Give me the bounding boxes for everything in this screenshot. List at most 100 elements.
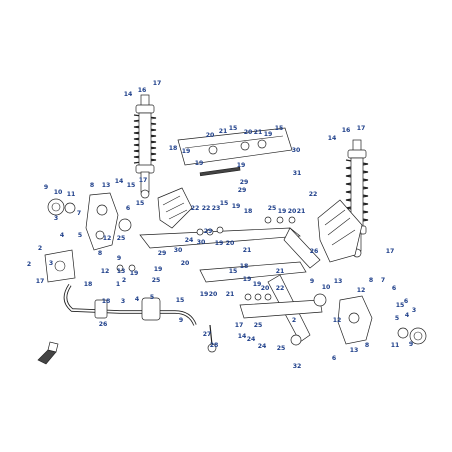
callout-number: 25 — [268, 205, 277, 212]
callout-number: 8 — [90, 182, 94, 189]
callout-number: 21 — [243, 247, 252, 254]
callout-number: 20 — [181, 260, 190, 267]
callout-number: 29 — [158, 250, 167, 257]
callout-number: 9 — [179, 317, 183, 324]
callout-number: 6 — [126, 205, 130, 212]
callout-number: 9 — [409, 341, 413, 348]
callout-number: 14 — [328, 135, 337, 142]
callout-number: 8 — [98, 250, 102, 257]
callout-number: 17 — [386, 248, 395, 255]
callout-number: 4 — [135, 296, 140, 303]
callout-number: 18 — [240, 263, 249, 270]
callout-number: 26 — [99, 321, 108, 328]
callout-number: 7 — [381, 277, 385, 284]
callout-number: 32 — [293, 363, 302, 370]
callout-number: 17 — [357, 125, 366, 132]
callout-number: 20 — [244, 129, 253, 136]
callout-number: 4 — [60, 232, 65, 239]
callout-number: 26 — [310, 248, 319, 255]
callout-number: 21 — [297, 208, 306, 215]
callout-number: 6 — [404, 298, 408, 305]
callout-number: 15 — [220, 200, 229, 207]
callout-number: 18 — [84, 281, 93, 288]
callout-number: 2 — [27, 261, 31, 268]
upper-link-bracket — [177, 127, 293, 177]
right-mount-plate — [317, 199, 363, 263]
callout-number: 17 — [153, 80, 162, 87]
callout-number: 19 — [264, 131, 273, 138]
callout-number: 19 — [130, 270, 139, 277]
left-mount-plate — [157, 187, 193, 229]
callout-number: 8 — [369, 277, 373, 284]
callout-number: 15 — [176, 297, 185, 304]
callout-number: 10 — [54, 189, 63, 196]
callout-number: 22 — [276, 285, 285, 292]
callout-number: 21 — [254, 129, 263, 136]
callout-number: 25 — [152, 277, 161, 284]
callout-number: 4 — [405, 312, 410, 319]
callout-number: 29 — [240, 179, 249, 186]
callout-number: 15 — [275, 125, 284, 132]
callout-number: 27 — [203, 331, 212, 338]
callout-number: 22 — [309, 191, 318, 198]
callout-number: 31 — [293, 170, 302, 177]
callout-number: 12 — [357, 287, 366, 294]
callout-number: 20 — [226, 240, 235, 247]
main-swing-arm — [139, 227, 323, 346]
callout-number: 2 — [122, 277, 126, 284]
callout-number: 24 — [185, 237, 194, 244]
callout-number: 20 — [261, 285, 270, 292]
callout-number: 30 — [174, 247, 183, 254]
callout-number: 19 — [243, 276, 252, 283]
callout-number: 25 — [117, 235, 126, 242]
callout-number: 5 — [395, 315, 399, 322]
callout-number: 22 — [202, 205, 211, 212]
front-direction-arrow-icon — [37, 341, 59, 365]
callout-number: 15 — [396, 302, 405, 309]
callout-number: 18 — [244, 208, 253, 215]
callout-number: 17 — [235, 322, 244, 329]
left-knuckle — [47, 192, 132, 251]
callout-number: 13 — [334, 278, 343, 285]
callout-number: 19 — [237, 162, 246, 169]
callout-number: 18 — [169, 145, 178, 152]
callout-number: 17 — [36, 278, 45, 285]
callout-number: 18 — [102, 298, 111, 305]
callout-number: 7 — [77, 210, 81, 217]
callout-number: 19 — [154, 266, 163, 273]
callout-number: 13 — [350, 347, 359, 354]
callout-number: 19 — [195, 160, 204, 167]
callout-number: 30 — [197, 239, 206, 246]
callout-number: 15 — [136, 200, 145, 207]
callout-number: 21 — [226, 291, 235, 298]
callout-number: 24 — [247, 336, 256, 343]
callout-number: 19 — [278, 208, 287, 215]
callout-number: 12 — [101, 268, 110, 275]
stabilizer-bar — [63, 284, 217, 353]
callout-number: 9 — [117, 255, 121, 262]
callout-number: 11 — [67, 191, 76, 198]
callout-number: 21 — [276, 268, 285, 275]
callout-number: 10 — [322, 284, 331, 291]
callout-number: 19 — [182, 148, 191, 155]
callout-number: 20 — [206, 132, 215, 139]
callout-number: 30 — [292, 147, 301, 154]
callout-number: 19 — [253, 281, 262, 288]
callout-number: 14 — [124, 91, 133, 98]
callout-number: 15 — [127, 182, 136, 189]
callout-number: 8 — [365, 342, 369, 349]
callout-number: 19 — [200, 291, 209, 298]
callout-number: 25 — [277, 345, 286, 352]
callout-number: 3 — [121, 298, 125, 305]
callout-number: 13 — [102, 182, 111, 189]
callout-number: 14 — [238, 333, 247, 340]
callout-number: 17 — [139, 177, 148, 184]
right-knuckle — [313, 293, 427, 345]
callout-number: 20 — [209, 291, 218, 298]
callout-number: 6 — [392, 285, 396, 292]
bushings-series — [116, 216, 296, 301]
callout-number: 5 — [150, 294, 154, 301]
callout-number: 22 — [191, 205, 200, 212]
